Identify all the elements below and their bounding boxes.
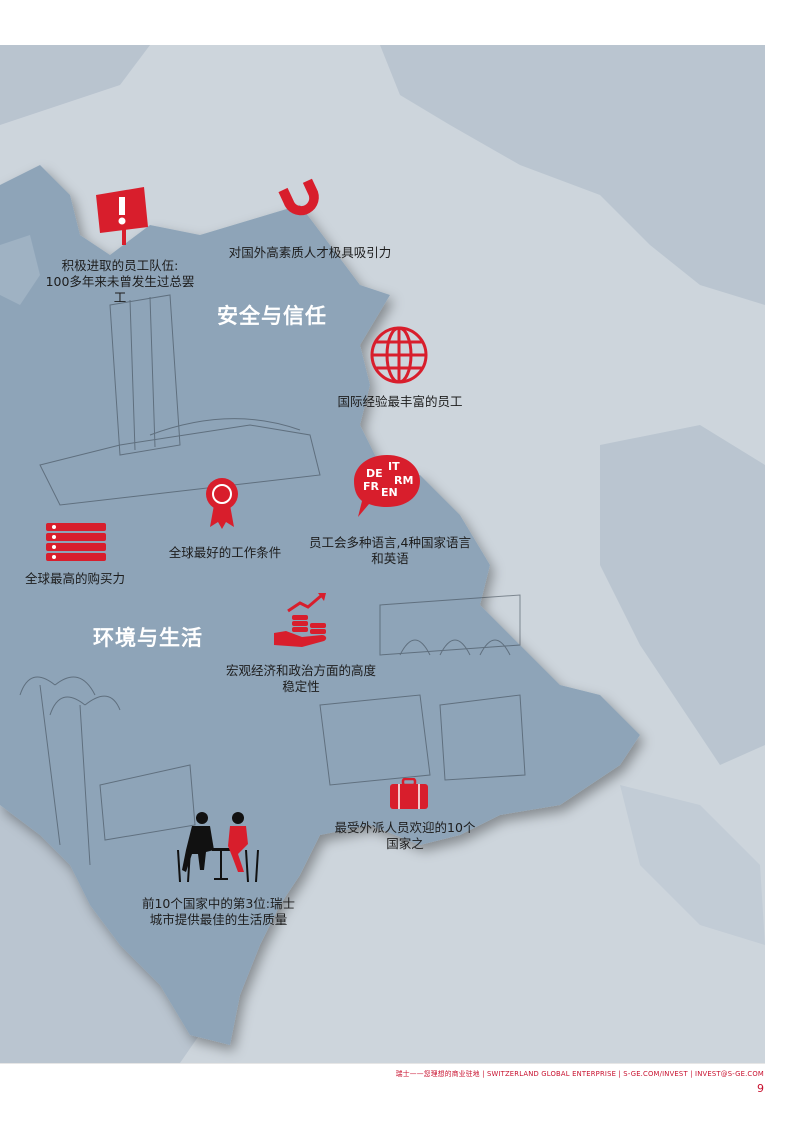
suitcase-icon bbox=[390, 778, 428, 809]
cafe-couple-icon bbox=[177, 812, 259, 883]
speech-bubble-icon: DE IT RM FR EN bbox=[352, 453, 422, 519]
heading-security: 安全与信任 bbox=[217, 304, 327, 328]
lang-code-rm: RM bbox=[394, 474, 414, 487]
magnet-icon bbox=[278, 178, 319, 216]
label-international: 国际经验最丰富的员工 bbox=[337, 394, 463, 409]
heading-environment: 环境与生活 bbox=[93, 626, 203, 650]
label-strikes: 积极进取的员工队伍: 100多年来未曾发生过总罢工 bbox=[45, 258, 195, 305]
lang-code-de: DE bbox=[366, 467, 383, 480]
label-expats: 最受外派人员欢迎的10个国家之 bbox=[334, 820, 476, 851]
globe-icon bbox=[370, 326, 428, 384]
money-stack-icon bbox=[46, 523, 106, 561]
page-number: 9 bbox=[757, 1082, 764, 1095]
award-rosette-icon bbox=[206, 478, 238, 529]
footer-rule bbox=[0, 1063, 765, 1064]
map-landmass bbox=[0, 45, 765, 1063]
label-purchasing: 全球最高的购买力 bbox=[24, 571, 125, 586]
label-conditions: 全球最好的工作条件 bbox=[168, 545, 282, 560]
warning-sign-icon bbox=[96, 187, 148, 245]
lang-code-en: EN bbox=[381, 486, 398, 499]
map-background: 安全与信任 环境与生活 DE IT RM FR EN bbox=[0, 45, 765, 1063]
growth-coins-icon bbox=[274, 593, 327, 647]
lang-code-it: IT bbox=[388, 460, 400, 473]
label-languages: 员工会多种语言,4种国家语言和英语 bbox=[309, 535, 471, 566]
footer-text: 瑞士——您理想的商业驻地 | SWITZERLAND GLOBAL ENTERP… bbox=[395, 1070, 764, 1078]
label-quality: 前10个国家中的第3位:瑞士城市提供最佳的生活质量 bbox=[141, 896, 296, 927]
lang-code-fr: FR bbox=[363, 480, 379, 493]
label-attraction: 对国外高素质人才极具吸引力 bbox=[228, 245, 392, 260]
label-stability: 宏观经济和政治方面的高度稳定性 bbox=[226, 663, 377, 694]
